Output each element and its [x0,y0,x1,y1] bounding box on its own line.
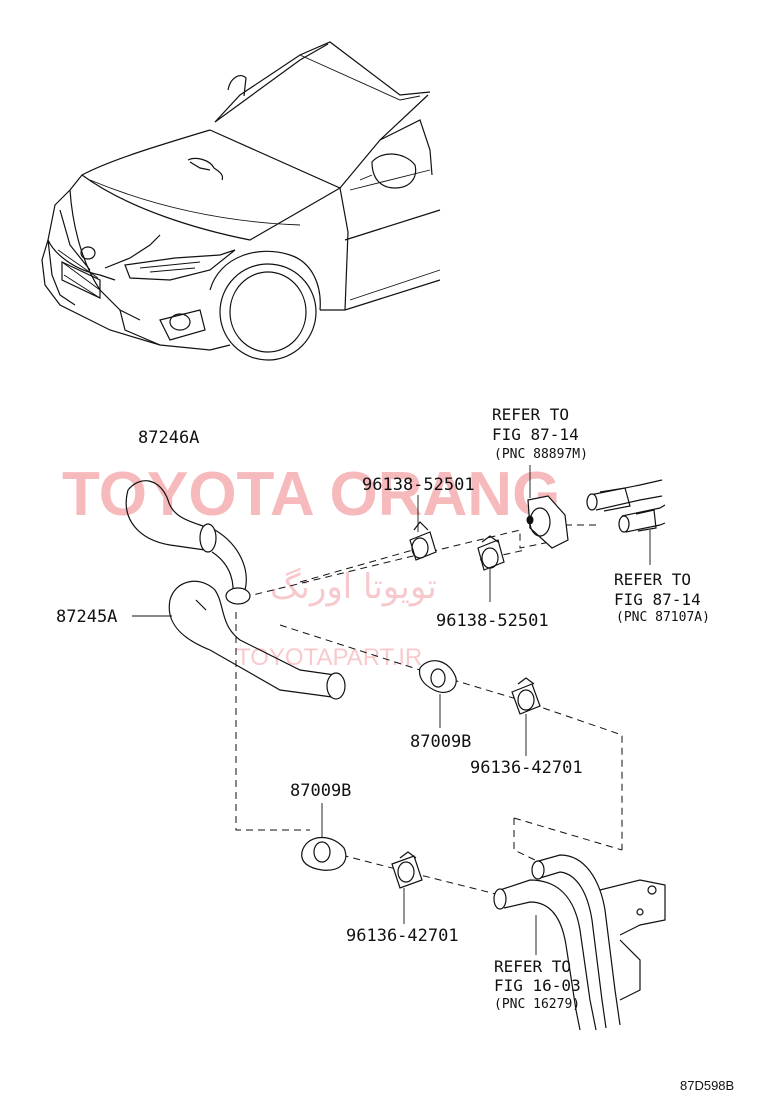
leader-lines [132,465,651,955]
reference-16279: REFER TO FIG 16-03 (PNC 16279) [494,957,581,1012]
clip-lower-2 [301,837,347,871]
svg-text:(PNC 87107A): (PNC 87107A) [616,610,710,625]
pipe-88897m [586,479,663,512]
grommet [526,495,569,549]
svg-text:FIG 87-14: FIG 87-14 [614,590,701,609]
svg-text:REFER TO: REFER TO [492,405,569,424]
reference-87107a: REFER TO FIG 87-14 (PNC 87107A) [614,570,710,625]
clip-lower-1 [418,660,457,693]
svg-text:(PNC 88897M): (PNC 88897M) [494,447,588,462]
label-hose-upper: 87246A [138,428,199,448]
watermark-brand: TOYOTA ORANG [62,460,560,529]
label-clip-lower-1: 87009B [410,732,471,752]
pipe-87107a [618,504,666,533]
hose-87245a [168,580,346,700]
clamp-upper [409,521,437,561]
pipe-16279 [493,854,666,1031]
label-clamp-upper: 96138-52501 [362,475,475,495]
hose-87246a [125,480,251,605]
watermark-persian: تویوتا اورنگ [270,567,437,607]
label-clamp-lower-1: 96136-42701 [470,758,583,778]
car-illustration [41,41,441,361]
clamp-lower-2 [391,851,423,889]
svg-text:FIG 87-14: FIG 87-14 [492,425,579,444]
clamp-upper-2 [477,535,505,571]
svg-text:REFER TO: REFER TO [494,957,571,976]
label-clamp-lower-2: 96136-42701 [346,926,459,946]
svg-text:REFER TO: REFER TO [614,570,691,589]
label-clip-lower-2: 87009B [290,781,351,801]
figure-code: 87D598B [680,1078,734,1093]
watermark-site: TOYOTAPART.IR [236,644,422,671]
label-clamp-upper-2: 96138-52501 [436,611,549,631]
label-hose-lower: 87245A [56,607,117,627]
svg-text:FIG 16-03: FIG 16-03 [494,976,581,995]
reference-88897m: REFER TO FIG 87-14 (PNC 88897M) [492,405,588,462]
svg-text:(PNC 16279): (PNC 16279) [494,997,580,1012]
clamp-lower-1 [511,677,541,715]
